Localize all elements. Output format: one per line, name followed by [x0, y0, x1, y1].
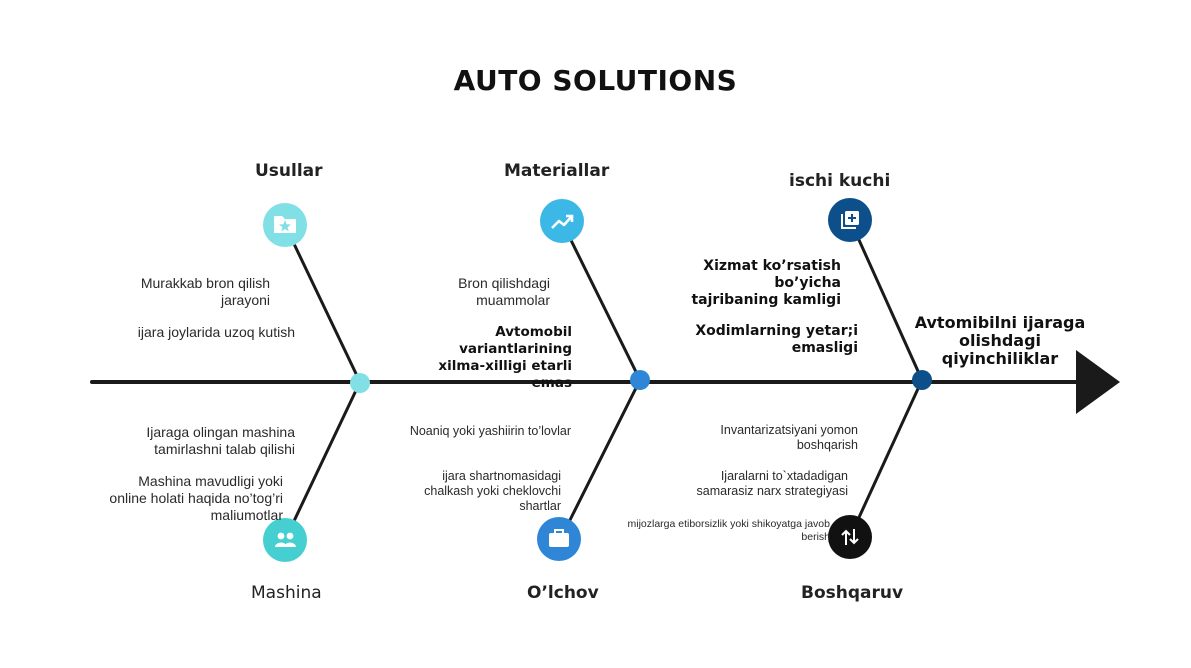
cause-ishchi-kuchi-1: Xizmat ko’rsatish bo’yicha tajribaning k… — [691, 258, 841, 308]
add-box-icon — [828, 198, 872, 242]
spine-arrowhead — [1076, 350, 1120, 414]
bone-ishchi-kuchi — [848, 219, 924, 381]
diagram-title: AUTO SOLUTIONS — [453, 64, 738, 97]
cause-mashina-2: Mashina mavudligi yoki online holati haq… — [109, 473, 283, 523]
cause-boshqaruv-3: mijozlarga etiborsizlik yoki shikoyatga … — [627, 518, 830, 543]
category-ishchi-kuchi: ischi kuchi — [789, 171, 891, 191]
category-olchov: O’lchov — [527, 583, 599, 603]
junction-dot-1 — [350, 373, 370, 393]
cause-usullar-2: ijara joylarida uzoq kutish — [137, 324, 295, 340]
trending-up-icon — [540, 199, 584, 243]
people-icon — [263, 518, 307, 562]
briefcase-icon — [537, 517, 581, 561]
category-mashina: Mashina — [251, 583, 322, 603]
bone-usullar — [283, 224, 362, 383]
cause-materiallar-2: Avtomobil variantlarining xilma-xilligi … — [438, 324, 572, 391]
swap-vertical-icon — [828, 515, 872, 559]
bone-mashina — [283, 381, 362, 541]
category-usullar: Usullar — [255, 161, 323, 181]
problem-statement: Avtomibilni ijaraga olishdagi qiyinchili… — [914, 313, 1086, 368]
bone-boshqaruv — [848, 379, 924, 538]
cause-mashina-1: Ijaraga olingan mashina tamirlashni tala… — [146, 424, 295, 457]
category-materiallar: Materiallar — [504, 161, 610, 181]
cause-olchov-2: ijara shartnomasidagi chalkash yoki chek… — [424, 469, 561, 513]
bone-olchov — [558, 379, 642, 541]
cause-olchov-1: Noaniq yoki yashiirin to’lovlar — [409, 424, 571, 438]
bone-materiallar — [560, 221, 642, 381]
folder-star-icon — [263, 203, 307, 247]
junction-dot-3 — [912, 370, 932, 390]
cause-boshqaruv-2: Ijaralarni to`xtadadigan samarasiz narx … — [696, 469, 848, 498]
cause-boshqaruv-1: Invantarizatsiyani yomon boshqarish — [720, 423, 858, 452]
cause-usullar-1: Murakkab bron qilish jarayoni — [140, 275, 270, 308]
category-boshqaruv: Boshqaruv — [801, 583, 904, 603]
cause-materiallar-1: Bron qilishdagi muammolar — [458, 275, 550, 308]
cause-ishchi-kuchi-2: Xodimlarning yetar;i emasligi — [695, 323, 858, 356]
junction-dot-2 — [630, 370, 650, 390]
